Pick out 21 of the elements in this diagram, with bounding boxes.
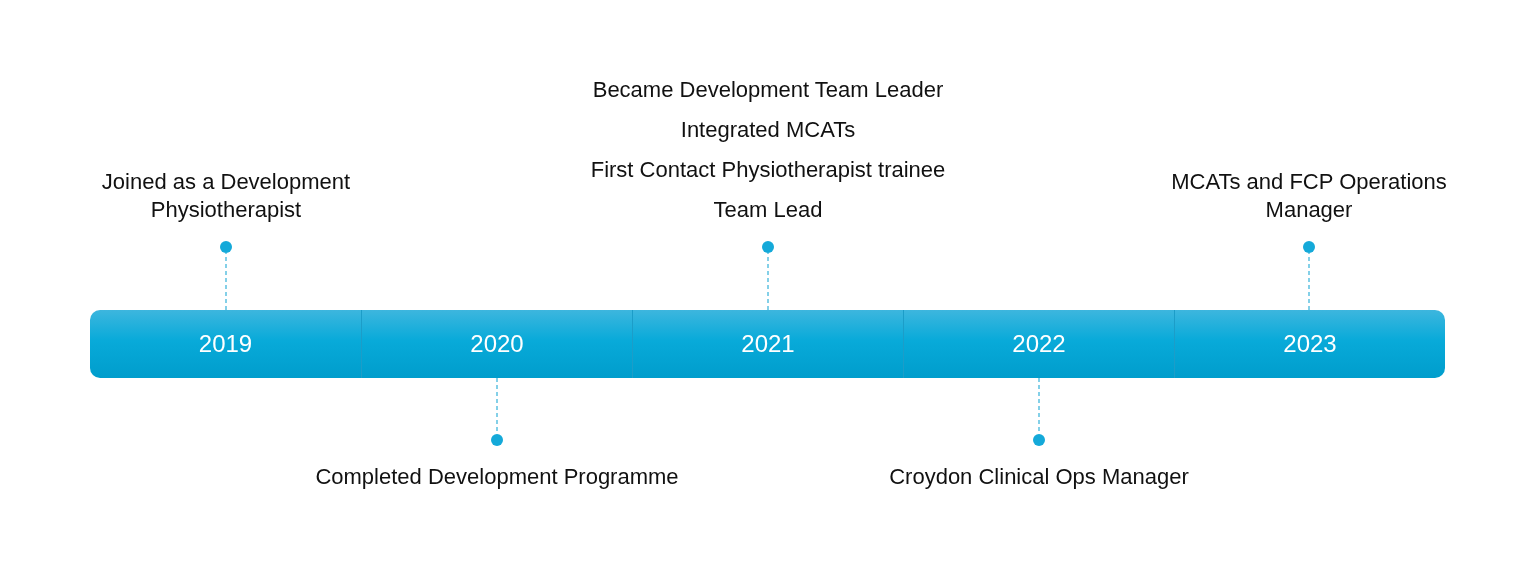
dot-icon [1033,434,1045,446]
event-text: Croydon Clinical Ops Manager [888,463,1190,491]
dot-icon [491,434,503,446]
event-text: First Contact Physiotherapist trainee [589,156,947,184]
event-text: Became Development Team Leader [591,76,945,104]
event-text: Team Lead [712,196,824,224]
leader-line [1308,252,1310,311]
year-segment: 2022 [903,310,1174,378]
year-segment: 2021 [632,310,903,378]
dot-icon [1303,241,1315,253]
event-text: MCATs and FCP Operations Manager [1170,168,1448,224]
leader-line [225,252,227,311]
event-text: Completed Development Programme [314,463,680,491]
leader-line [767,252,769,311]
dot-icon [762,241,774,253]
event-text: Joined as a Development Physiotherapist [100,168,352,224]
year-segment: 2019 [90,310,361,378]
year-segment: 2020 [361,310,632,378]
dot-icon [220,241,232,253]
event-text: Integrated MCATs [679,116,857,144]
year-segment: 2023 [1174,310,1445,378]
